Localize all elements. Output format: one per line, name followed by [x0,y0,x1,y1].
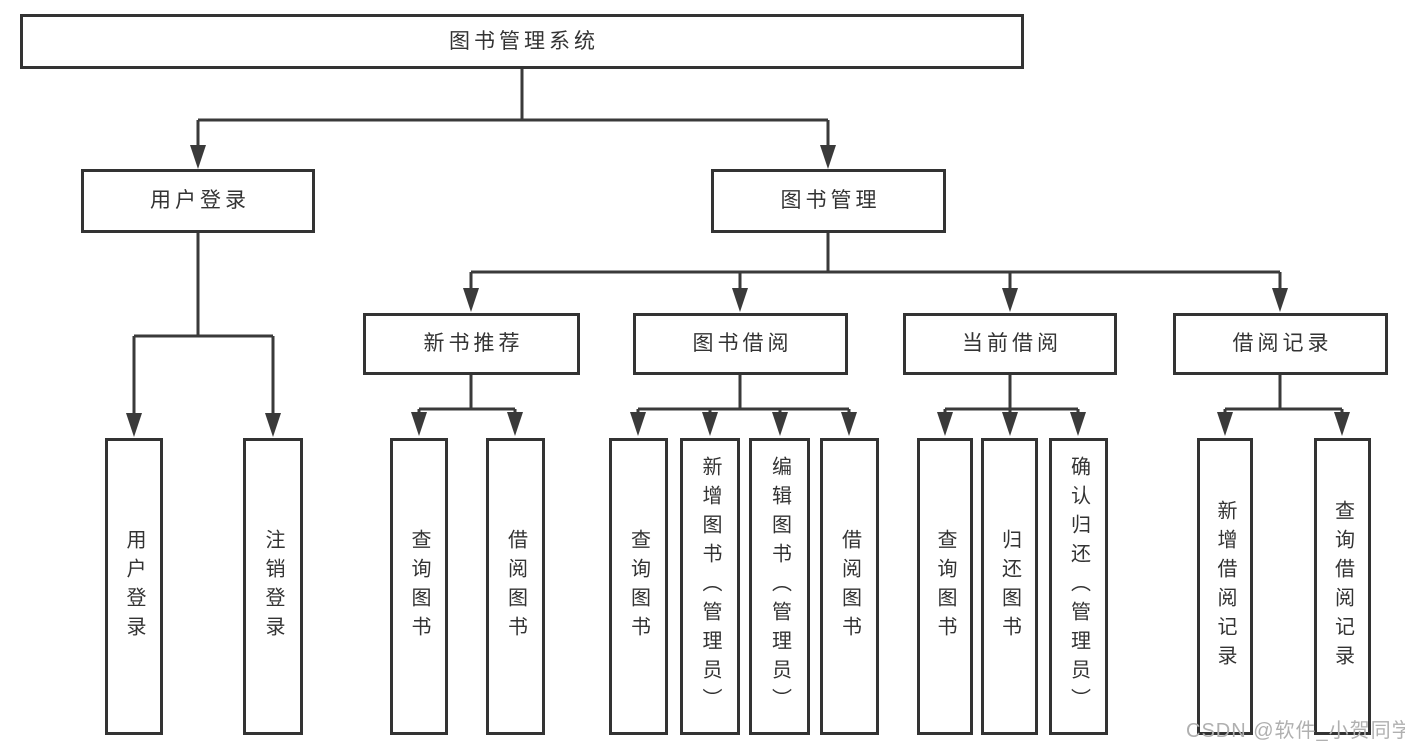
node-current-borrowing-label: 当前借阅 [962,332,1062,356]
leaf-logout: 注销登录 [243,438,303,735]
node-book-borrowing: 图书借阅 [633,313,848,375]
leaf-borrowing-query-books: 查询图书 [609,438,668,735]
node-root-system: 图书管理系统 [20,14,1024,69]
leaf-current-return-books: 归还图书 [981,438,1038,735]
node-user-login: 用户登录 [81,169,315,233]
leaf-borrowing-borrow-books: 借阅图书 [820,438,879,735]
node-new-book-recommend-label: 新书推荐 [423,332,524,356]
node-root-label: 图书管理系统 [449,29,599,53]
node-user-login-label: 用户登录 [150,189,250,213]
node-book-management-label: 图书管理 [780,189,881,213]
leaf-newbook-borrow-books: 借阅图书 [486,438,545,735]
node-borrowing-records-label: 借阅记录 [1232,332,1333,356]
node-current-borrowing: 当前借阅 [903,313,1117,375]
arrowheads [126,145,1350,437]
node-book-management: 图书管理 [711,169,946,233]
leaf-records-query-record: 查询借阅记录 [1314,438,1371,735]
leaf-user-login: 用户登录 [105,438,163,735]
leaf-current-confirm-return-admin: 确认归还（管理员） [1049,438,1108,735]
leaf-newbook-query-books: 查询图书 [390,438,448,735]
leaf-records-add-record: 新增借阅记录 [1197,438,1253,735]
leaf-current-query-books: 查询图书 [917,438,973,735]
node-book-borrowing-label: 图书借阅 [692,332,793,356]
node-borrowing-records: 借阅记录 [1173,313,1388,375]
csdn-watermark: CSDN @软件_小贺同学 [1186,720,1405,742]
leaf-borrowing-add-books-admin: 新增图书（管理员） [680,438,740,735]
leaf-borrowing-edit-books-admin: 编辑图书（管理员） [749,438,810,735]
node-new-book-recommend: 新书推荐 [363,313,580,375]
